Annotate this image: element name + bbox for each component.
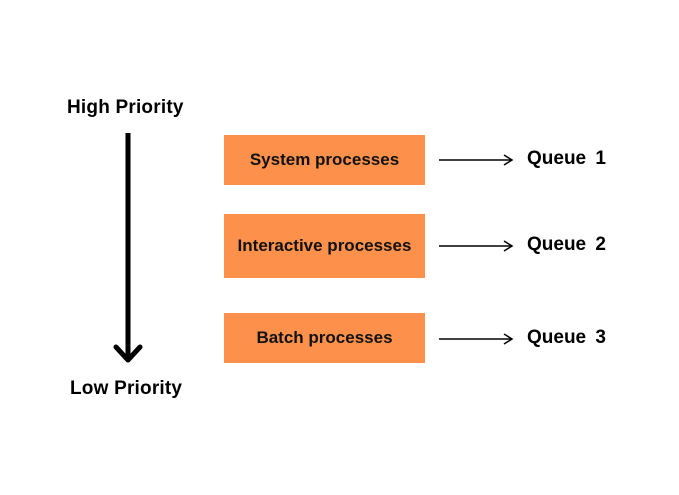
- batch-processes-box: Batch processes: [224, 313, 425, 363]
- queue-1-label: Queue 1: [527, 148, 606, 169]
- high-priority-label: High Priority: [67, 97, 184, 118]
- system-processes-box: System processes: [224, 135, 425, 185]
- low-priority-label: Low Priority: [70, 378, 183, 399]
- right-arrow-icon: [439, 154, 514, 166]
- right-arrow-icon: [439, 333, 514, 345]
- batch-processes-label: Batch processes: [256, 328, 393, 347]
- priority-down-arrow: [113, 133, 143, 363]
- queue-2-label: Queue 2: [527, 234, 606, 255]
- interactive-processes-label: Interactive processes: [237, 236, 412, 255]
- right-arrow-icon: [439, 240, 514, 252]
- interactive-processes-box: Interactive processes: [224, 214, 425, 278]
- queue-3-label: Queue 3: [527, 327, 606, 348]
- system-processes-label: System processes: [249, 150, 400, 169]
